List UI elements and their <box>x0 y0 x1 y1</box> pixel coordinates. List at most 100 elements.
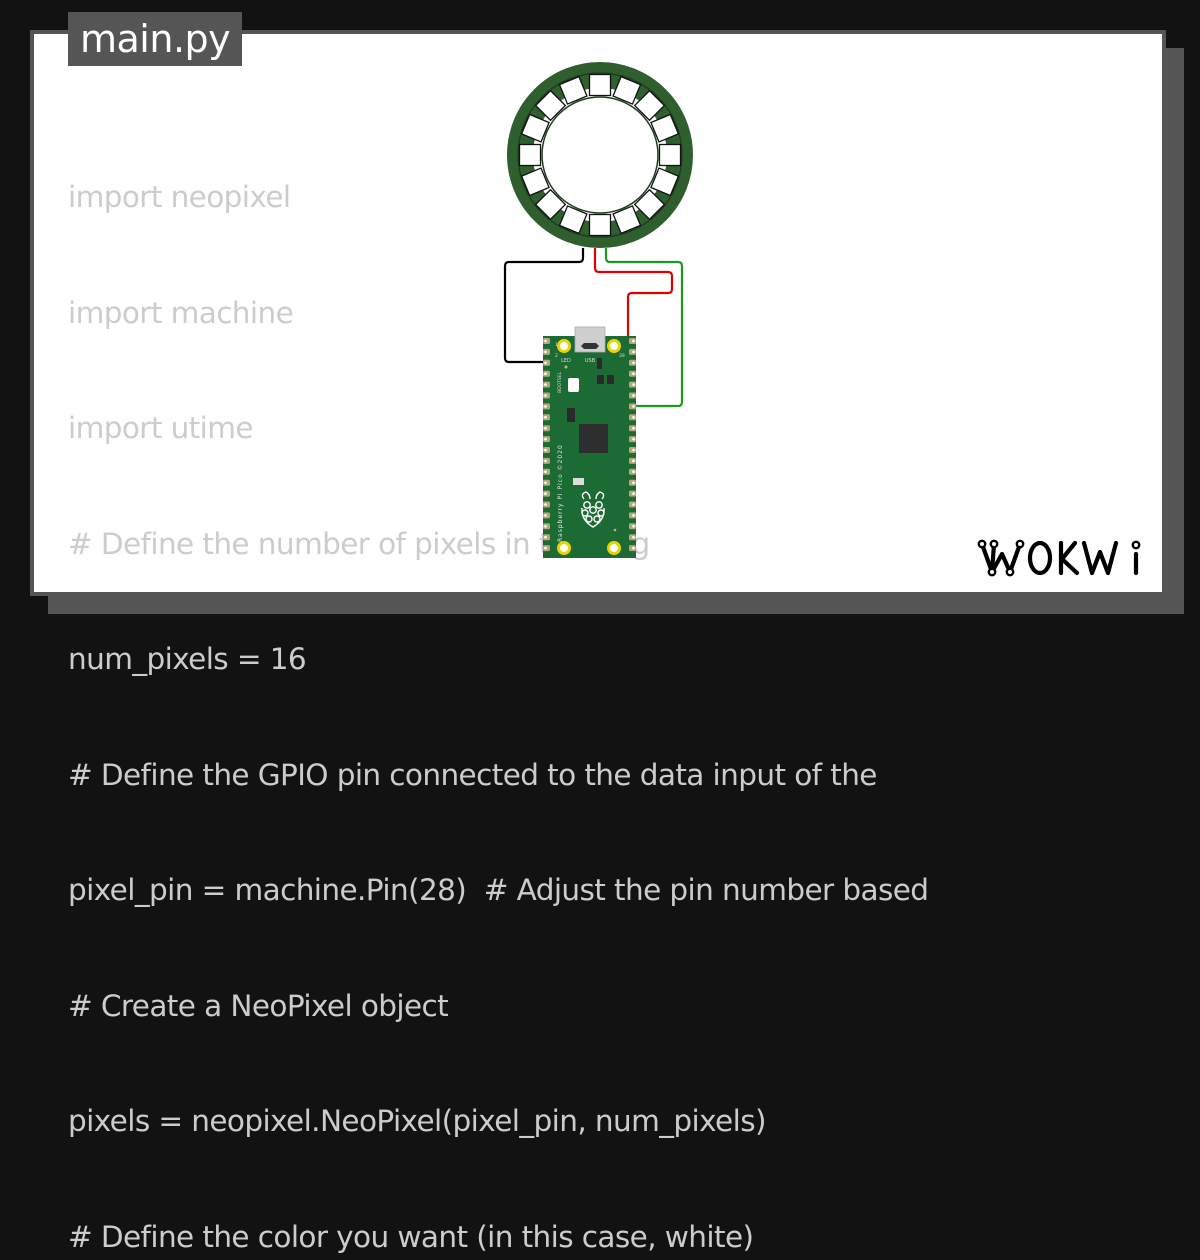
pin-hole <box>632 459 635 463</box>
filename-label: main.py <box>80 17 231 61</box>
mount-hole-top-right <box>607 339 621 353</box>
pin-hole <box>632 350 635 354</box>
pin-hole <box>632 437 635 441</box>
chip-small-1 <box>597 358 602 369</box>
ring-led <box>633 188 666 221</box>
pin-hole <box>632 535 635 539</box>
label-pin2: 2 <box>555 353 558 359</box>
code-line: pixel_pin = machine.Pin(28) # Adjust the… <box>68 873 929 907</box>
code-line: num_pixels = 16 <box>68 642 307 676</box>
flash-pad <box>573 478 584 485</box>
code-line: import machine <box>68 295 294 330</box>
wokwi-logo: WOKWI <box>977 539 1141 577</box>
ring-outer-edge <box>517 72 683 238</box>
pin-hole <box>632 503 635 506</box>
pin-hole <box>632 492 635 495</box>
code-line: import utime <box>68 411 254 445</box>
usb-connector <box>574 326 606 353</box>
mount-hole-bottom-right <box>607 541 621 555</box>
pin-hole <box>632 426 635 430</box>
ring-led <box>534 188 567 221</box>
pin-hole <box>544 339 547 343</box>
code-line: import neopixel <box>68 180 291 214</box>
pin-hole <box>544 383 547 386</box>
ring-led <box>520 167 550 197</box>
pin-hole <box>632 339 635 343</box>
chip-small-3 <box>607 375 614 384</box>
pin-hole <box>632 372 635 376</box>
label-bootsel: BOOTSEL <box>557 371 563 393</box>
test-point <box>613 528 617 532</box>
pin-hole <box>632 470 635 474</box>
pin-hole <box>632 481 635 485</box>
ring-led <box>558 205 588 235</box>
wire-vcc-red <box>593 248 674 338</box>
pin-hole <box>632 405 635 408</box>
pin-hole <box>544 503 547 506</box>
pin-hole <box>544 546 547 550</box>
code-line: # Define the color you want (in this cas… <box>68 1219 754 1254</box>
ring-led <box>588 213 612 237</box>
chip-small-2 <box>597 375 604 384</box>
pin-hole <box>632 416 635 419</box>
pin-hole <box>544 361 547 365</box>
wires <box>503 248 684 408</box>
pin-hole <box>544 492 547 495</box>
chip-small-4 <box>567 408 575 422</box>
pin-hole <box>544 437 547 441</box>
pin-hole <box>544 405 547 408</box>
pin-hole <box>544 481 547 485</box>
ring-led <box>520 113 550 143</box>
mount-hole-top-left <box>557 339 571 353</box>
pin-pads <box>543 338 636 552</box>
ring-leds <box>518 73 682 237</box>
pin-hole <box>632 383 635 386</box>
ring-inner-edge <box>541 96 659 214</box>
pin-hole <box>632 448 635 452</box>
ring-led <box>633 89 666 122</box>
code-line: # Create a NeoPixel object <box>68 988 449 1023</box>
ring-led <box>518 143 542 167</box>
pin-hole <box>632 361 635 365</box>
rp2040-chip <box>579 424 608 453</box>
silkscreen-text: Raspberry Pi Pico ©2020 <box>557 444 564 542</box>
pin-hole <box>544 350 547 354</box>
pin-hole <box>544 535 547 539</box>
wire-data-green <box>604 248 684 408</box>
circuit-diagram: LED USB 1 2 39 BOOTSEL Raspberry Pi Pico… <box>503 62 693 558</box>
code-line: pixels = neopixel.NeoPixel(pixel_pin, nu… <box>68 1104 766 1138</box>
ring-led <box>658 143 682 167</box>
label-usb: USB <box>585 358 596 364</box>
raspberry-pi-pico[interactable]: LED USB 1 2 39 BOOTSEL Raspberry Pi Pico… <box>543 326 636 558</box>
pin-hole <box>544 514 547 517</box>
pin-hole <box>544 394 547 397</box>
filename-tab: main.py <box>68 12 242 66</box>
neopixel-ring[interactable] <box>507 62 693 248</box>
ring-led <box>612 75 642 105</box>
ring-led <box>588 73 612 97</box>
ring-led <box>650 113 680 143</box>
wire-gnd-black <box>503 248 585 364</box>
raspberry-pi-logo-icon <box>581 491 605 528</box>
pin-hole <box>544 448 547 452</box>
label-pin1: 1 <box>555 342 558 348</box>
ring-led <box>650 167 680 197</box>
pin-hole <box>544 426 547 430</box>
bootsel-button[interactable] <box>568 378 579 392</box>
pin-hole <box>544 459 547 463</box>
ring-led <box>534 89 567 122</box>
pin-hole <box>544 470 547 474</box>
pin-hole <box>544 525 547 528</box>
label-led: LED <box>561 358 571 364</box>
pin-hole <box>632 394 635 397</box>
pin-hole <box>544 416 547 419</box>
usb-port-icon <box>581 343 599 349</box>
pin-hole <box>632 525 635 528</box>
code-line: # Define the GPIO pin connected to the d… <box>68 757 877 792</box>
led-indicator <box>564 365 568 369</box>
mount-hole-bottom-left <box>557 541 571 555</box>
pin-hole <box>632 514 635 517</box>
ring-led <box>612 205 642 235</box>
pin-hole <box>544 372 547 376</box>
label-pin39: 39 <box>619 353 625 359</box>
